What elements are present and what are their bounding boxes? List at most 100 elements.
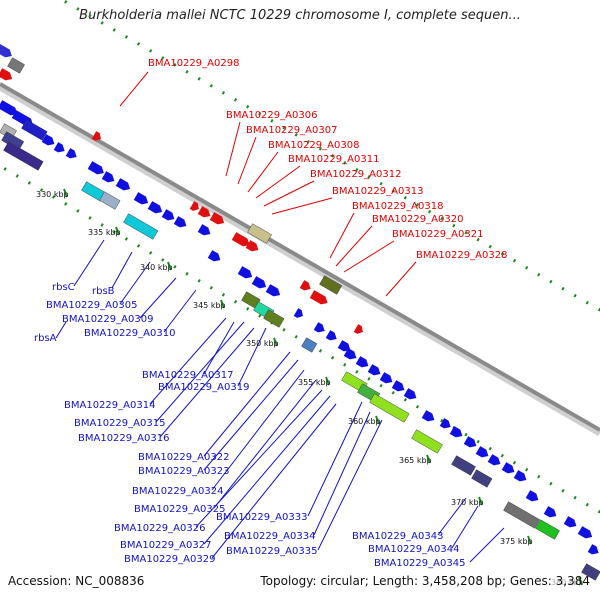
gene-arrow bbox=[173, 216, 187, 228]
gene-arrow bbox=[41, 134, 55, 146]
reverse-leader bbox=[203, 395, 331, 545]
forward-leader bbox=[247, 151, 279, 193]
kbp-label: 360 kbp bbox=[348, 417, 381, 426]
gene-box-shape bbox=[471, 469, 493, 488]
backbone-line bbox=[0, 82, 600, 432]
kbp-label: 355 kbp bbox=[298, 378, 331, 387]
gene-box bbox=[369, 393, 410, 423]
kbp-label: 335 kbp bbox=[88, 228, 121, 237]
gene-box-shape bbox=[451, 455, 476, 476]
gene-arrow-shape bbox=[65, 148, 77, 159]
forward-leader bbox=[335, 225, 373, 267]
gene-arrow bbox=[147, 201, 163, 214]
kbp-label: 380 kbp bbox=[551, 578, 584, 587]
gene-labels: BMA10229_A0298BMA10229_A0306BMA10229_A03… bbox=[34, 58, 507, 569]
reverse-gene-label: BMA10229_A0323 bbox=[138, 466, 229, 477]
reverse-gene-label: BMA10229_A0317 bbox=[142, 370, 233, 381]
reverse-gene-label: BMA10229_A0319 bbox=[158, 382, 249, 393]
gene-arrow-shape bbox=[87, 161, 104, 175]
kbp-label: 330 kbp bbox=[36, 190, 69, 199]
reverse-leader bbox=[307, 401, 363, 517]
forward-leader bbox=[385, 261, 417, 297]
gene-arrow bbox=[439, 418, 451, 429]
gene-arrow bbox=[0, 44, 12, 58]
reverse-leader bbox=[119, 261, 151, 305]
gene-arrow-shape bbox=[367, 364, 381, 376]
reverse-gene-label: BMA10229_A0310 bbox=[84, 328, 175, 339]
major-tick bbox=[426, 454, 431, 464]
gene-arrow-shape bbox=[403, 388, 417, 400]
kbp-label: 350 kbp bbox=[246, 339, 279, 348]
reverse-gene-label: rbsC bbox=[52, 282, 75, 293]
gene-arrow bbox=[91, 131, 101, 141]
gene-arrow bbox=[525, 490, 539, 502]
backbone-shadow bbox=[0, 83, 600, 437]
gene-box bbox=[123, 213, 159, 240]
gene-arrow-shape bbox=[439, 418, 451, 429]
forward-gene-label: BMA10229_A0312 bbox=[310, 169, 401, 180]
reverse-leader bbox=[111, 251, 133, 289]
gene-arrow-shape bbox=[463, 436, 477, 448]
gene-arrow bbox=[487, 454, 501, 466]
gene-box bbox=[535, 519, 560, 540]
gene-arrow-shape bbox=[379, 372, 393, 384]
reverse-gene-label: BMA10229_A0326 bbox=[114, 523, 205, 534]
reverse-gene-label: BMA10229_A0325 bbox=[134, 504, 225, 515]
accession-text: Accession: NC_008836 bbox=[8, 574, 145, 588]
gene-arrow-shape bbox=[355, 356, 369, 368]
gene-arrow-shape bbox=[161, 209, 175, 221]
gene-box bbox=[451, 455, 476, 476]
forward-gene-label: BMA10229_A0308 bbox=[268, 140, 359, 151]
gene-arrow-shape bbox=[299, 280, 311, 291]
gene-box bbox=[319, 275, 343, 295]
tick-dashes bbox=[0, 0, 600, 586]
gene-arrow bbox=[543, 506, 557, 518]
forward-leader bbox=[255, 165, 301, 199]
gene-arrow bbox=[391, 380, 405, 392]
gene-box bbox=[581, 563, 600, 581]
reverse-leader bbox=[163, 289, 197, 333]
reverse-leader bbox=[317, 419, 383, 551]
gene-arrow bbox=[197, 224, 211, 236]
forward-leader bbox=[237, 136, 257, 185]
gene-box-shape bbox=[301, 337, 318, 353]
reverse-gene-label: BMA10229_A0309 bbox=[62, 314, 153, 325]
gene-arrow-shape bbox=[337, 340, 351, 352]
forward-leader bbox=[329, 212, 355, 259]
gene-arrow-shape bbox=[313, 322, 325, 333]
reverse-leader bbox=[203, 321, 235, 375]
gene-arrow-shape bbox=[53, 142, 65, 153]
gene-box bbox=[503, 501, 540, 529]
gene-box bbox=[99, 191, 121, 210]
gene-arrow-shape bbox=[343, 348, 357, 360]
gene-arrow bbox=[313, 322, 325, 333]
major-tick bbox=[167, 261, 172, 271]
gene-arrow-shape bbox=[189, 201, 199, 211]
major-tick bbox=[115, 226, 120, 236]
gene-arrow-shape bbox=[245, 240, 259, 252]
forward-gene-label: BMA10229_A0311 bbox=[288, 154, 379, 165]
gene-arrow-shape bbox=[563, 516, 577, 528]
forward-gene-label: BMA10229_A0320 bbox=[372, 214, 463, 225]
reverse-gene-label: BMA10229_A0345 bbox=[374, 558, 465, 569]
gene-arrow-shape bbox=[265, 284, 281, 297]
gene-arrow-shape bbox=[475, 446, 489, 458]
reverse-gene-label: BMA10229_A0305 bbox=[46, 300, 137, 311]
gene-arrow bbox=[325, 330, 337, 341]
gene-arrow-shape bbox=[391, 380, 405, 392]
gene-arrow bbox=[577, 526, 593, 539]
gene-arrow bbox=[513, 470, 527, 482]
major-tick bbox=[220, 299, 225, 309]
gene-arrow-shape bbox=[449, 426, 463, 438]
gene-arrow-shape bbox=[133, 192, 149, 205]
gene-box-shape bbox=[503, 501, 540, 529]
reverse-gene-label: BMA10229_A0335 bbox=[226, 546, 317, 557]
reverse-leader bbox=[237, 327, 267, 387]
major-tick bbox=[273, 337, 278, 347]
gene-arrow bbox=[101, 171, 115, 183]
gene-arrow bbox=[501, 462, 515, 474]
reverse-gene-label: BMA10229_A0333 bbox=[216, 512, 307, 523]
gene-box bbox=[3, 141, 44, 171]
gene-arrow bbox=[161, 209, 175, 221]
